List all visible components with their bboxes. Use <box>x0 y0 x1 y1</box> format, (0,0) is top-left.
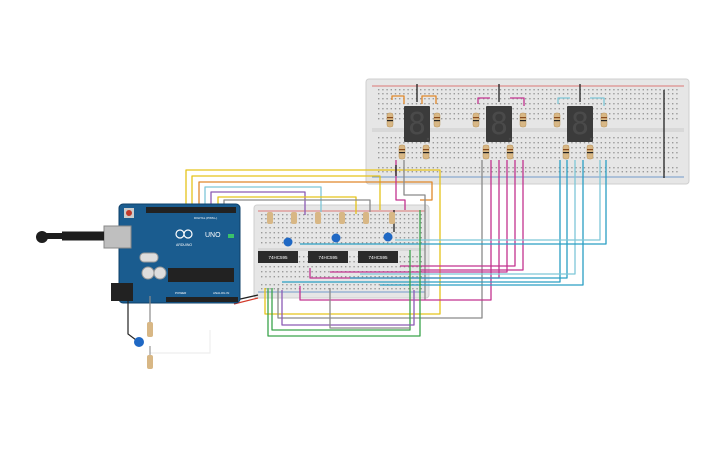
wire <box>477 97 490 104</box>
analog-label: ANALOG IN <box>213 291 229 295</box>
seven-segment-display: 8 <box>486 106 512 142</box>
resistor <box>586 144 594 160</box>
wire <box>590 97 605 106</box>
wire <box>403 160 426 300</box>
resistor <box>147 322 153 337</box>
reset-button <box>126 210 132 216</box>
wire <box>300 160 607 245</box>
resistor <box>389 212 395 224</box>
wire <box>329 288 410 329</box>
wire <box>360 160 576 275</box>
digital-label: DIGITAL (PWM~) <box>194 216 217 220</box>
wire <box>350 160 568 279</box>
wire <box>400 160 516 267</box>
power-label: POWER <box>175 291 187 295</box>
wire <box>210 191 306 215</box>
wire <box>198 181 433 208</box>
resistor <box>267 212 273 224</box>
wire <box>281 290 415 326</box>
display-digit: 8 <box>408 107 426 142</box>
chip-label: 74HC595 <box>318 255 338 260</box>
resistor <box>386 112 394 128</box>
power-jack <box>111 283 133 301</box>
chip-label: 74HC595 <box>268 255 288 260</box>
resistor <box>506 144 514 160</box>
resistor <box>339 212 345 224</box>
wire <box>420 160 524 271</box>
wire <box>271 250 411 331</box>
capacitors <box>283 232 393 247</box>
resistor <box>553 112 561 128</box>
resistor <box>600 112 608 128</box>
wire <box>557 97 570 104</box>
capacitor <box>331 233 341 243</box>
resistor <box>562 144 570 160</box>
wire <box>395 160 601 241</box>
chip-label: 74HC595 <box>368 255 388 260</box>
resistor <box>147 355 153 369</box>
capacitor <box>383 232 393 242</box>
wire <box>185 169 441 315</box>
resistor <box>363 212 369 224</box>
wire <box>191 175 381 210</box>
arduino-uno-board: UNO ARDUINO DIGITAL (PWM~) POWER ANALOG … <box>36 203 241 304</box>
resistor <box>398 144 406 160</box>
seven-segment-display: 8 <box>567 106 593 142</box>
seven-segment-displays: 8 8 8 <box>404 106 593 142</box>
arduino-brand-text: ARDUINO <box>176 243 192 247</box>
shift-register-chip: 74HC595 <box>308 251 348 263</box>
wire <box>510 97 525 106</box>
capacitor <box>283 237 293 247</box>
shift-registers: 74HC595 74HC595 74HC595 <box>258 251 398 263</box>
sensor-circuit <box>127 296 211 369</box>
wire <box>380 160 584 286</box>
resistor <box>519 112 527 128</box>
resistor <box>422 144 430 160</box>
wire <box>299 160 492 301</box>
wire <box>395 160 406 210</box>
resistor <box>472 112 480 128</box>
shift-register-chip: 74HC595 <box>358 251 398 263</box>
sensor-disc <box>134 337 144 347</box>
uno-logo-text: UNO <box>205 232 221 239</box>
wire <box>217 196 357 214</box>
wire <box>277 160 483 319</box>
resistor <box>315 212 321 224</box>
resistor <box>482 144 490 160</box>
wire <box>391 95 405 104</box>
wire <box>421 95 437 104</box>
resistor <box>433 112 441 128</box>
wire <box>267 210 421 337</box>
seven-segment-display: 8 <box>404 106 430 142</box>
digital-header <box>146 207 236 213</box>
wire <box>330 160 508 273</box>
display-digit: 8 <box>490 107 508 142</box>
atmega-chip <box>168 268 234 282</box>
resistor <box>291 212 297 224</box>
shift-register-chip: 74HC595 <box>258 251 298 263</box>
display-digit: 8 <box>571 107 589 142</box>
analog-header <box>166 297 238 302</box>
wire <box>282 160 561 283</box>
